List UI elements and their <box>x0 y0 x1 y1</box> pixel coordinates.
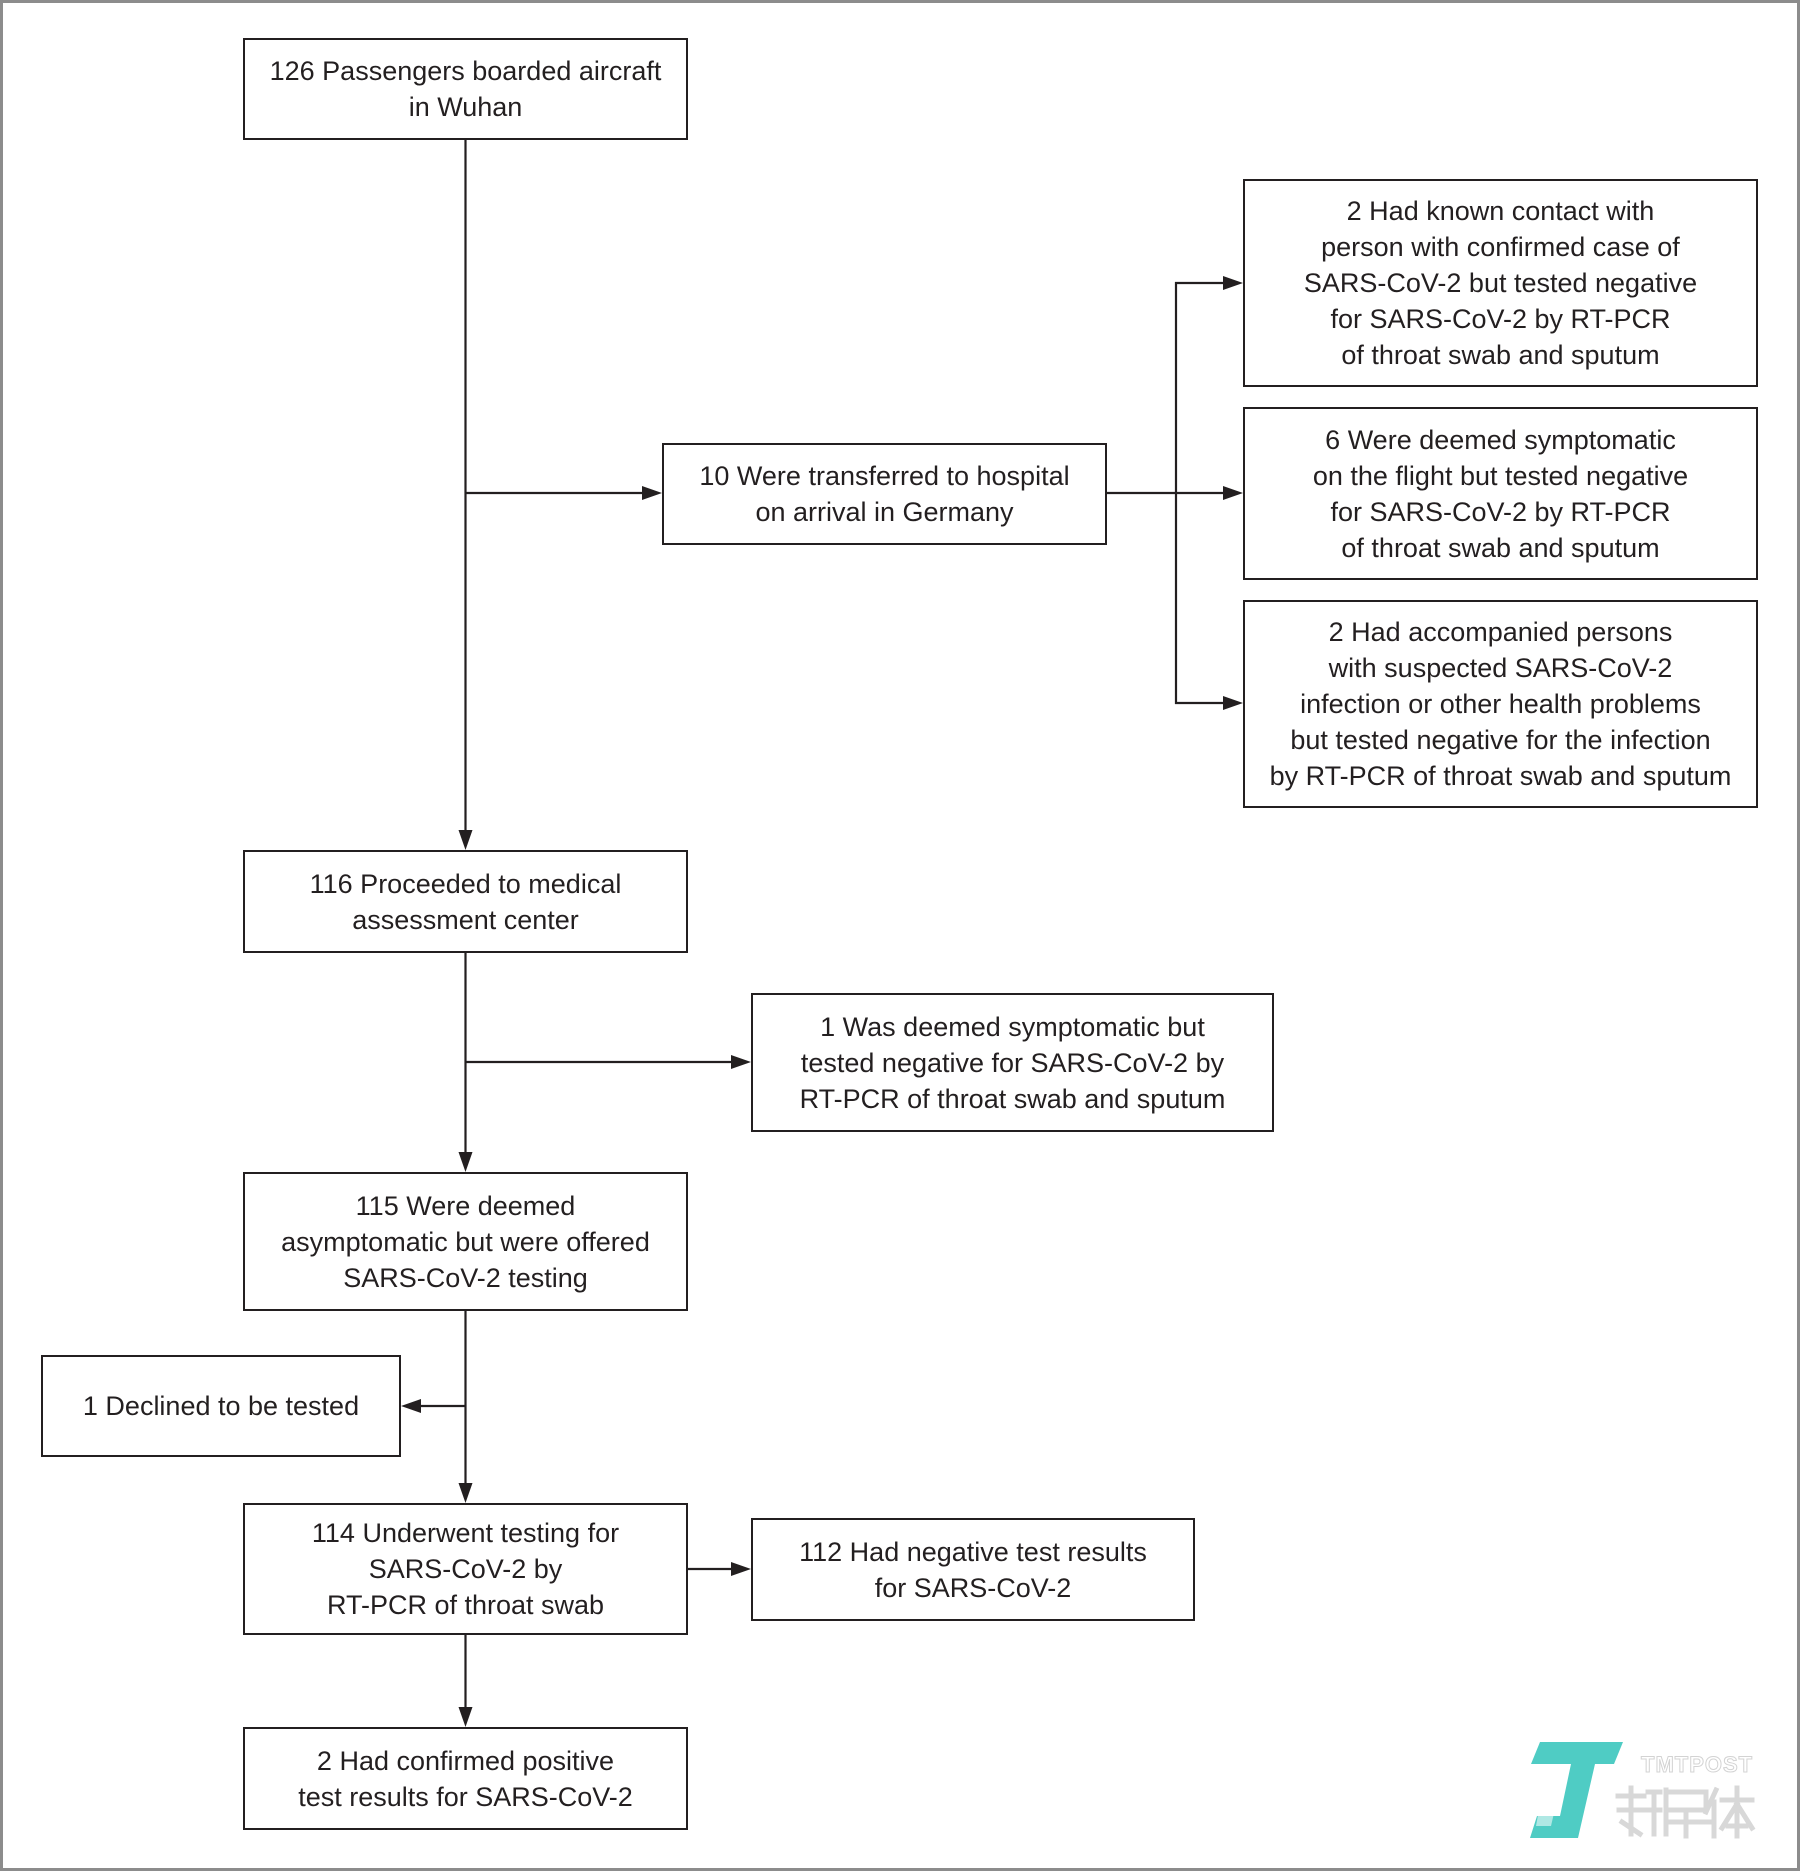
box-accompanied-persons-text: 2 Had accompanied persons with suspected… <box>1269 617 1732 791</box>
box-symptomatic-flight: 6 Were deemed symptomatic on the flight … <box>1243 407 1758 580</box>
box-negative-results: 112 Had negative test results for SARS-C… <box>751 1518 1195 1621</box>
arrowhead-underwent <box>458 1483 473 1503</box>
box-accompanied-persons: 2 Had accompanied persons with suspected… <box>1243 600 1758 808</box>
box-medical-assessment-text: 116 Proceeded to medical assessment cent… <box>309 868 622 935</box>
box-known-contact-text: 2 Had known contact with person with con… <box>1303 196 1698 370</box>
box-known-contact: 2 Had known contact with person with con… <box>1243 179 1758 387</box>
arrowhead-symptomatic-center <box>731 1055 751 1069</box>
arrowhead-known-contact <box>1223 276 1243 290</box>
box-positive-results-text: 2 Had confirmed positive test results fo… <box>298 1745 633 1812</box>
arrowhead-accompanied <box>1223 696 1243 710</box>
box-declined-text: 1 Declined to be tested <box>82 1391 360 1421</box>
box-declined: 1 Declined to be tested <box>41 1355 401 1457</box>
box-transferred-hospital-text: 10 Were transferred to hospital on arriv… <box>699 461 1070 527</box>
box-medical-assessment: 116 Proceeded to medical assessment cent… <box>243 850 688 953</box>
box-passengers-boarded: 126 Passengers boarded aircraft in Wuhan <box>243 38 688 140</box>
tmtpost-logo-icon <box>1530 1742 1756 1839</box>
arrowhead-asymptomatic <box>458 1152 473 1172</box>
box-underwent-testing: 114 Underwent testing for SARS-CoV-2 by … <box>243 1503 688 1635</box>
arrowhead-transferred <box>642 486 662 500</box>
tmtpost-watermark: TMTPOST <box>1520 1730 1780 1845</box>
arrowhead-declined <box>401 1399 421 1413</box>
box-symptomatic-center-text: 1 Was deemed symptomatic but tested nega… <box>799 1011 1226 1114</box>
arrowhead-positive <box>458 1707 473 1727</box>
box-negative-results-text: 112 Had negative test results for SARS-C… <box>799 1536 1147 1603</box>
tmtpost-wordmark: TMTPOST <box>1640 1752 1754 1778</box>
arrowhead-negative <box>731 1562 751 1576</box>
box-asymptomatic-offered-text: 115 Were deemed asymptomatic but were of… <box>281 1190 650 1293</box>
box-symptomatic-center: 1 Was deemed symptomatic but tested nega… <box>751 993 1274 1132</box>
box-passengers-boarded-text: 126 Passengers boarded aircraft in Wuhan <box>269 56 662 122</box>
box-positive-results: 2 Had confirmed positive test results fo… <box>243 1727 688 1830</box>
box-underwent-testing-text: 114 Underwent testing for SARS-CoV-2 by … <box>311 1518 620 1620</box>
box-transferred-hospital: 10 Were transferred to hospital on arriv… <box>662 443 1107 545</box>
box-symptomatic-flight-text: 6 Were deemed symptomatic on the flight … <box>1312 424 1689 563</box>
arrowhead-symptomatic-flight <box>1223 486 1243 500</box>
box-asymptomatic-offered: 115 Were deemed asymptomatic but were of… <box>243 1172 688 1311</box>
arrowhead-medical <box>458 830 473 850</box>
